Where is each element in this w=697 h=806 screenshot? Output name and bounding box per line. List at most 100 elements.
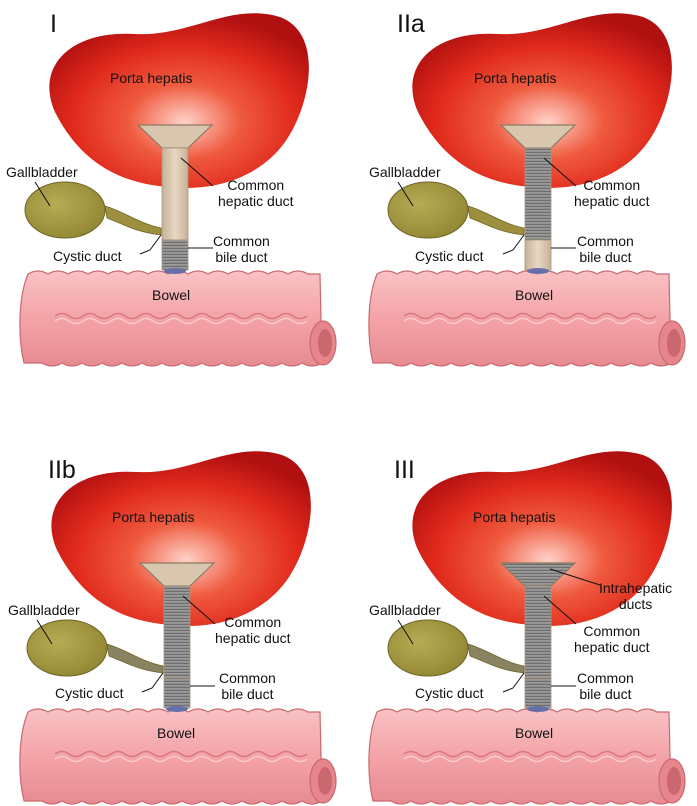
cystic-duct-label: Cystic duct bbox=[415, 685, 484, 701]
common-bile-duct-label-line1: Common bbox=[213, 233, 270, 249]
cystic-duct-leader bbox=[141, 672, 164, 693]
panel-type-IIb: IIb Porta hepatis Gallbladder Common hep… bbox=[0, 403, 348, 806]
gallbladder-label: Gallbladder bbox=[369, 164, 441, 180]
common-hepatic-duct bbox=[524, 585, 552, 679]
common-bile-duct-label-line1: Common bbox=[577, 233, 634, 249]
common-bile-duct-label: Common bile duct bbox=[219, 670, 276, 702]
cystic-duct bbox=[104, 205, 162, 236]
common-hepatic-duct-label-line2: hepatic duct bbox=[218, 193, 294, 209]
panel-illustration bbox=[368, 13, 686, 367]
common-hepatic-duct-label: Common hepatic duct bbox=[574, 177, 650, 209]
cystic-duct bbox=[467, 643, 525, 674]
common-hepatic-duct-label-line1: Common bbox=[224, 614, 282, 630]
bowel-fold-highlight bbox=[403, 317, 657, 325]
duct-ampulla bbox=[166, 706, 188, 712]
gallbladder bbox=[387, 619, 469, 677]
intrahepatic-ducts-label: Intrahepatic ducts bbox=[599, 580, 672, 612]
duct-ampulla bbox=[164, 268, 186, 274]
bowel-label: Bowel bbox=[515, 725, 554, 741]
gallbladder bbox=[24, 181, 106, 239]
common-hepatic-duct-label-line2: hepatic duct bbox=[574, 193, 650, 209]
common-hepatic-duct-label-line2: hepatic duct bbox=[574, 639, 650, 655]
common-hepatic-duct-label: Common hepatic duct bbox=[215, 614, 291, 646]
common-bile-duct-label-line2: bile duct bbox=[579, 686, 632, 702]
common-bile-duct-label-line1: Common bbox=[577, 670, 634, 686]
common-bile-duct-label-line1: Common bbox=[219, 670, 276, 686]
panel-title: IIa bbox=[397, 10, 425, 38]
bowel bbox=[19, 708, 337, 805]
duct-ampulla bbox=[527, 706, 549, 712]
panel-type-IIa: IIa Porta hepatis Gallbladder Common hep… bbox=[349, 0, 697, 403]
bowel-fold bbox=[54, 312, 308, 320]
bowel-lumen-inner bbox=[667, 767, 681, 795]
porta-hepatis-label: Porta hepatis bbox=[474, 70, 557, 86]
bowel bbox=[368, 270, 686, 367]
cystic-duct-leader bbox=[502, 234, 525, 255]
common-bile-duct bbox=[524, 239, 552, 271]
bowel bbox=[368, 708, 686, 805]
cystic-duct-label: Cystic duct bbox=[55, 685, 124, 701]
bowel-fold bbox=[403, 750, 657, 758]
common-bile-duct bbox=[161, 239, 189, 271]
hepatic-duct-leader bbox=[180, 157, 214, 187]
cystic-duct-label: Cystic duct bbox=[53, 248, 122, 264]
gallbladder-leader bbox=[34, 181, 51, 207]
bowel-fold-highlight bbox=[403, 755, 657, 763]
liver bbox=[51, 451, 311, 626]
liver bbox=[412, 451, 672, 626]
liver bbox=[49, 13, 309, 188]
common-hepatic-duct-label-line1: Common bbox=[583, 623, 641, 639]
porta-hepatis-label: Porta hepatis bbox=[112, 509, 195, 525]
common-hepatic-duct-label: Common hepatic duct bbox=[574, 623, 650, 655]
bowel bbox=[19, 270, 337, 367]
common-bile-duct-label-line2: bile duct bbox=[221, 686, 274, 702]
intrahepatic-leader bbox=[549, 568, 601, 586]
gallbladder-leader bbox=[397, 181, 414, 207]
gallbladder-label: Gallbladder bbox=[8, 602, 80, 618]
bowel-fold bbox=[54, 750, 308, 758]
cystic-duct bbox=[467, 205, 525, 236]
hepatic-duct-leader bbox=[182, 595, 216, 625]
cystic-duct-leader bbox=[139, 234, 162, 255]
panel-type-III: III Porta hepatis Intrahepatic ducts Gal… bbox=[349, 403, 697, 806]
bowel-label: Bowel bbox=[515, 287, 554, 303]
panel-illustration bbox=[368, 451, 686, 805]
gallbladder-leader bbox=[397, 619, 414, 645]
gallbladder-leader bbox=[36, 619, 53, 645]
gallbladder bbox=[26, 619, 108, 677]
bowel-fold-highlight bbox=[54, 317, 308, 325]
panel-title: IIb bbox=[48, 456, 76, 484]
panel-type-I: I Porta hepatis Gallbladder Common hepat… bbox=[0, 0, 348, 403]
gallbladder-label: Gallbladder bbox=[6, 164, 78, 180]
bowel-fold-highlight bbox=[54, 755, 308, 763]
common-hepatic-duct bbox=[161, 147, 189, 241]
common-hepatic-duct-label-line1: Common bbox=[227, 177, 285, 193]
bowel-fold bbox=[403, 312, 657, 320]
hepatic-duct-leader bbox=[543, 595, 577, 625]
common-bile-duct-label: Common bile duct bbox=[213, 233, 270, 265]
bowel-label: Bowel bbox=[157, 725, 196, 741]
panel-title: III bbox=[394, 456, 415, 484]
intrahepatic-ducts-label-line2: ducts bbox=[618, 596, 653, 612]
panel-illustration bbox=[19, 451, 337, 805]
common-bile-duct-label: Common bile duct bbox=[577, 670, 634, 702]
common-bile-duct-label-line2: bile duct bbox=[579, 249, 632, 265]
bowel-lumen-inner bbox=[318, 329, 332, 357]
cystic-duct bbox=[106, 643, 164, 674]
common-hepatic-duct bbox=[524, 147, 552, 241]
cystic-duct-leader bbox=[502, 672, 525, 693]
bowel-label: Bowel bbox=[152, 287, 191, 303]
intrahepatic-ducts-label-line1: Intrahepatic bbox=[599, 580, 673, 596]
gallbladder-label: Gallbladder bbox=[369, 602, 441, 618]
liver bbox=[412, 13, 672, 188]
common-bile-duct-label: Common bile duct bbox=[577, 233, 634, 265]
common-hepatic-duct bbox=[163, 585, 191, 679]
gallbladder bbox=[387, 181, 469, 239]
porta-hepatis-label: Porta hepatis bbox=[473, 509, 556, 525]
common-hepatic-duct-label: Common hepatic duct bbox=[218, 177, 294, 209]
cystic-duct-label: Cystic duct bbox=[415, 248, 484, 264]
panel-illustration bbox=[19, 13, 337, 367]
common-hepatic-duct-label-line1: Common bbox=[583, 177, 641, 193]
common-bile-duct bbox=[163, 677, 191, 709]
common-bile-duct bbox=[524, 677, 552, 709]
